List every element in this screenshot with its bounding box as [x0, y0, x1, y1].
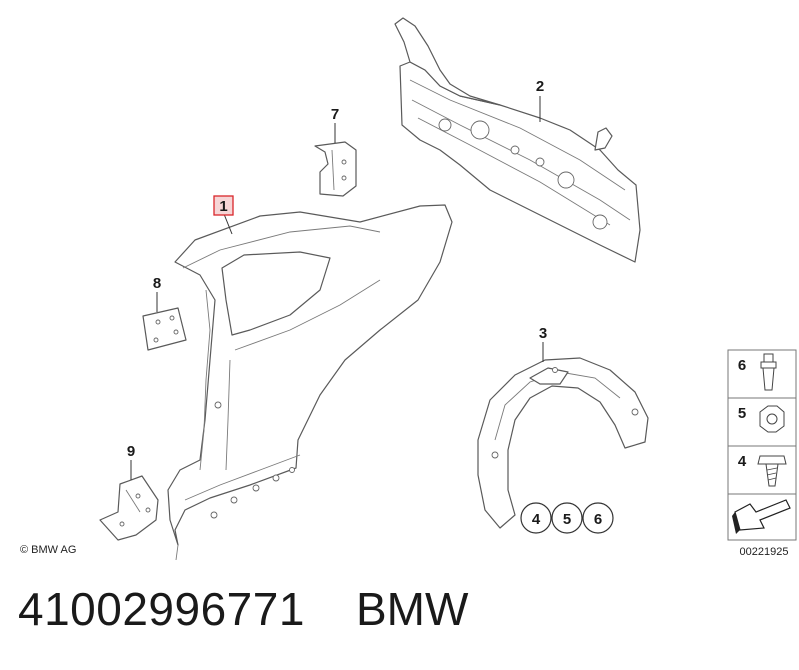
kit-label-6: 6	[594, 511, 602, 528]
wheel-arch-liner-part	[477, 357, 649, 529]
legend-label-5: 5	[738, 405, 746, 422]
callout-2: 2	[536, 78, 544, 95]
floor-bracket-part	[99, 475, 159, 541]
kit-circle-5	[551, 502, 583, 534]
kit-label-4: 4	[532, 511, 541, 528]
rear-panel-part	[394, 17, 641, 263]
part-number: 41002996771	[18, 583, 305, 635]
fastener-legend: 6 5 4	[727, 349, 797, 541]
callout-1: 1	[219, 198, 227, 215]
callout-1-leader	[223, 213, 233, 235]
reinforcement-plate-part	[142, 307, 187, 351]
copyright-text: © BMW AG	[20, 544, 76, 556]
callout-9: 9	[127, 443, 135, 460]
callout-8: 8	[153, 275, 161, 292]
callout-3: 3	[539, 325, 547, 342]
callout-7: 7	[331, 106, 339, 123]
bracket-part	[314, 141, 357, 197]
side-panel-part	[167, 204, 453, 561]
brand-name: BMW	[356, 583, 469, 635]
screw-icon	[757, 455, 787, 487]
forward-direction-arrow-icon	[732, 499, 791, 534]
hex-nut-icon	[759, 405, 785, 433]
image-number: 00221925	[740, 546, 789, 558]
fastener-kit-callouts: 4 5 6	[520, 502, 614, 534]
kit-label-5: 5	[563, 511, 571, 528]
kit-circle-6	[582, 502, 614, 534]
push-rivet-icon	[760, 353, 777, 391]
callout-1-highlight-box	[213, 195, 234, 216]
kit-circle-4	[520, 502, 552, 534]
legend-label-6: 6	[738, 357, 746, 374]
legend-box-6	[727, 349, 797, 399]
legend-label-4: 4	[738, 453, 747, 470]
